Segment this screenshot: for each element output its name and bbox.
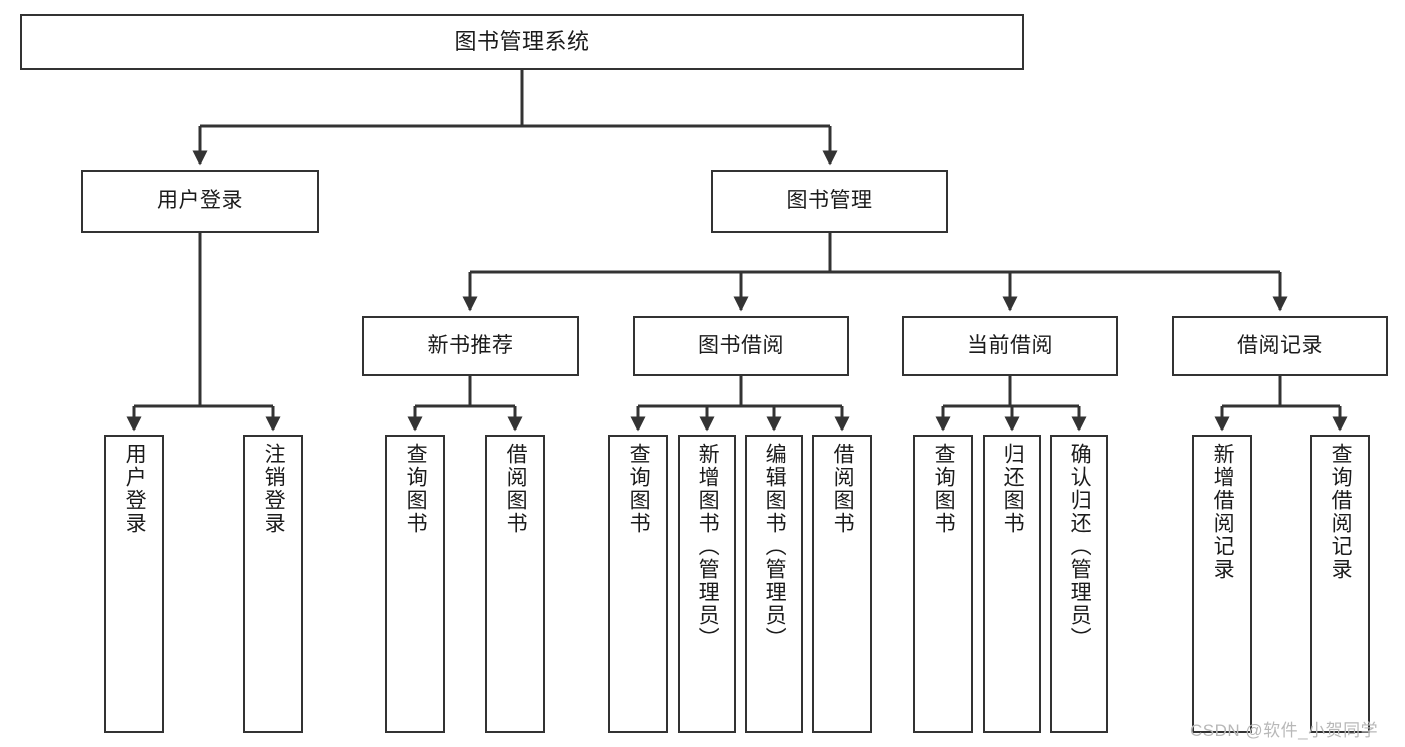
node-leaf-edit-book-label: 编辑图书（管理员） bbox=[763, 443, 787, 650]
node-book-borrow[interactable]: 图书借阅 bbox=[633, 316, 849, 376]
node-leaf-query-book-3[interactable]: 查询图书 bbox=[913, 435, 973, 733]
node-leaf-borrow-book-2[interactable]: 借阅图书 bbox=[812, 435, 872, 733]
csdn-watermark: CSDN @软件_小贺同学 bbox=[1190, 721, 1379, 740]
node-root-label: 图书管理系统 bbox=[454, 29, 590, 55]
node-leaf-borrow-book-2-label: 借阅图书 bbox=[831, 443, 855, 535]
node-leaf-return-book[interactable]: 归还图书 bbox=[983, 435, 1041, 733]
node-leaf-user-logout[interactable]: 注销登录 bbox=[243, 435, 303, 733]
node-leaf-user-logout-label: 注销登录 bbox=[262, 443, 286, 535]
node-leaf-confirm-return[interactable]: 确认归还（管理员） bbox=[1050, 435, 1108, 733]
node-current-borrow[interactable]: 当前借阅 bbox=[902, 316, 1118, 376]
node-leaf-return-book-label: 归还图书 bbox=[1001, 443, 1025, 535]
node-leaf-user-login-label: 用户登录 bbox=[123, 443, 147, 535]
node-leaf-confirm-return-label: 确认归还（管理员） bbox=[1068, 443, 1092, 650]
node-leaf-borrow-book-1-label: 借阅图书 bbox=[504, 443, 528, 535]
node-leaf-add-book-label: 新增图书（管理员） bbox=[696, 443, 720, 650]
node-borrow-record-label: 借阅记录 bbox=[1237, 333, 1323, 357]
node-book-manage-label: 图书管理 bbox=[786, 189, 873, 213]
node-user-login[interactable]: 用户登录 bbox=[81, 170, 319, 233]
node-leaf-query-record[interactable]: 查询借阅记录 bbox=[1310, 435, 1370, 733]
node-leaf-borrow-book-1[interactable]: 借阅图书 bbox=[485, 435, 545, 733]
node-borrow-record[interactable]: 借阅记录 bbox=[1172, 316, 1388, 376]
node-book-borrow-label: 图书借阅 bbox=[698, 333, 784, 357]
node-leaf-user-login[interactable]: 用户登录 bbox=[104, 435, 164, 733]
node-user-login-label: 用户登录 bbox=[157, 189, 243, 213]
node-leaf-query-book-3-label: 查询图书 bbox=[932, 443, 956, 535]
node-leaf-add-record[interactable]: 新增借阅记录 bbox=[1192, 435, 1252, 733]
node-leaf-query-record-label: 查询借阅记录 bbox=[1329, 443, 1353, 581]
node-leaf-query-book-1-label: 查询图书 bbox=[404, 443, 428, 535]
node-book-manage[interactable]: 图书管理 bbox=[711, 170, 948, 233]
node-current-borrow-label: 当前借阅 bbox=[967, 333, 1053, 357]
node-leaf-query-book-1[interactable]: 查询图书 bbox=[385, 435, 445, 733]
node-new-book-rec[interactable]: 新书推荐 bbox=[362, 316, 579, 376]
node-root[interactable]: 图书管理系统 bbox=[20, 14, 1024, 70]
node-leaf-edit-book[interactable]: 编辑图书（管理员） bbox=[745, 435, 803, 733]
node-leaf-query-book-2-label: 查询图书 bbox=[627, 443, 651, 535]
node-leaf-query-book-2[interactable]: 查询图书 bbox=[608, 435, 668, 733]
node-new-book-rec-label: 新书推荐 bbox=[427, 333, 514, 357]
node-leaf-add-book[interactable]: 新增图书（管理员） bbox=[678, 435, 736, 733]
node-leaf-add-record-label: 新增借阅记录 bbox=[1211, 443, 1235, 581]
